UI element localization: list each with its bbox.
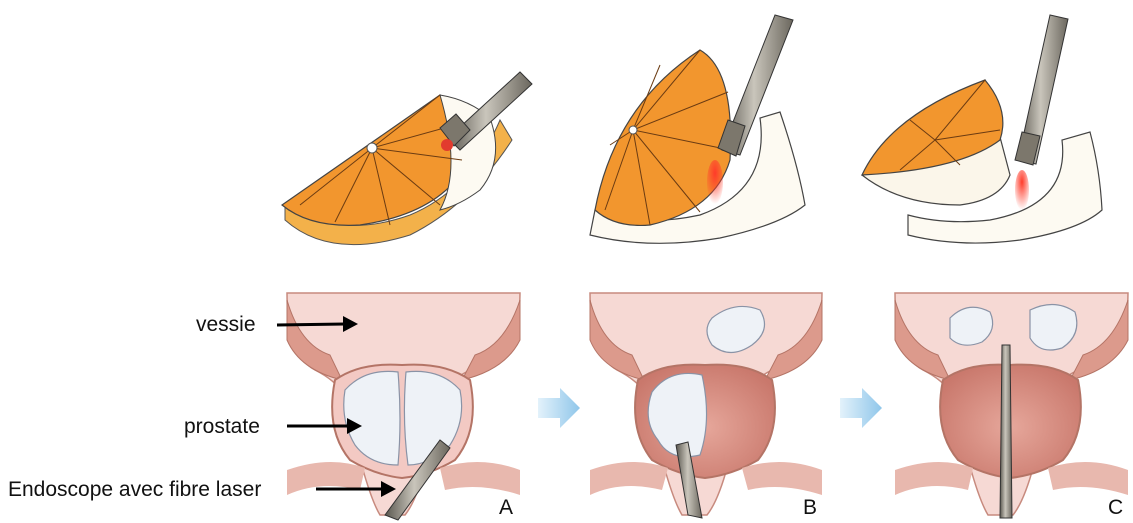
panel-label-a: A <box>499 496 513 520</box>
orange-slice-b <box>590 15 805 243</box>
progress-arrow-icon <box>538 388 580 428</box>
prostate-anatomy-a <box>287 293 520 520</box>
prostate-anatomy-c <box>895 293 1128 518</box>
prostate-pointer-arrow <box>287 418 362 434</box>
endoscope-label: Endoscope avec fibre laser <box>8 478 261 502</box>
progress-arrow-icon <box>840 388 882 428</box>
bladder-label: vessie <box>196 313 256 337</box>
panel-label-c: C <box>1108 496 1123 520</box>
prostate-label: prostate <box>184 415 260 439</box>
orange-slice-a <box>282 72 532 245</box>
prostate-anatomy-b <box>590 293 822 518</box>
orange-slice-c <box>862 15 1102 243</box>
panel-label-b: B <box>803 496 817 520</box>
